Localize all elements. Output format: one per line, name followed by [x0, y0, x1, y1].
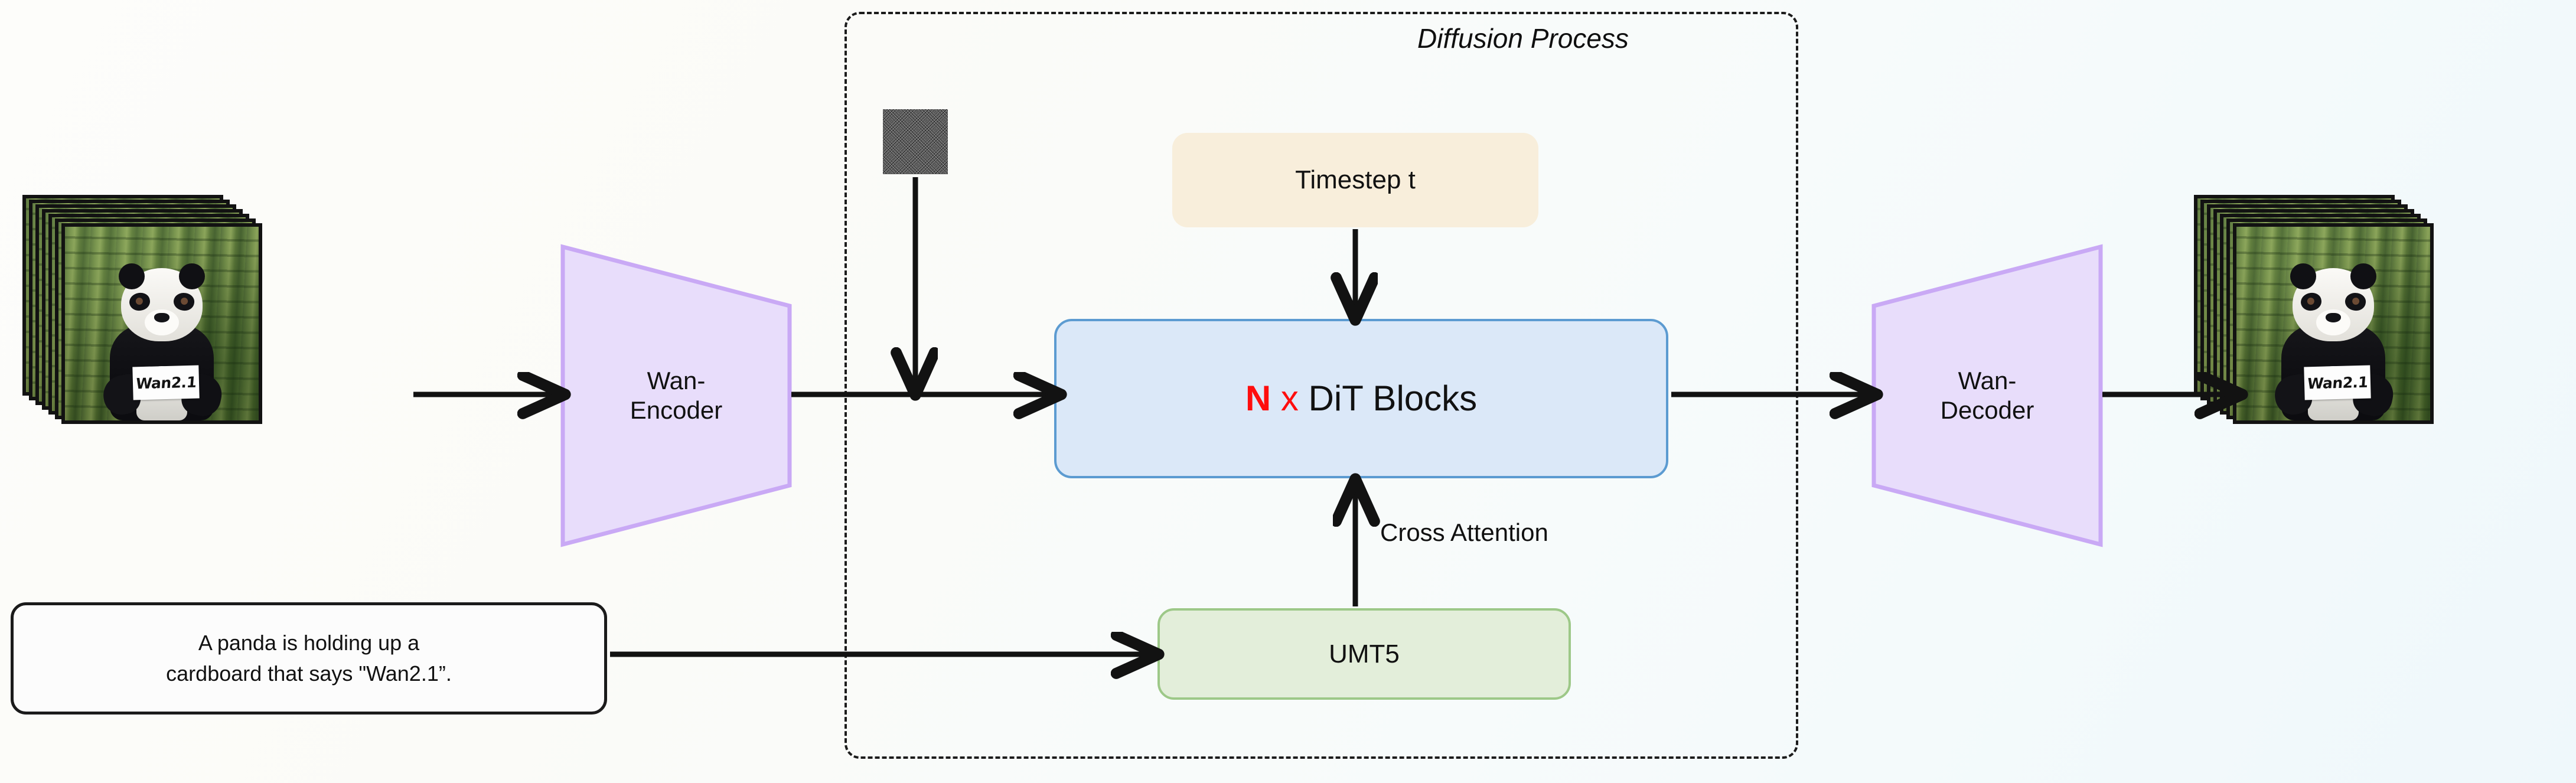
diffusion-process-label: Diffusion Process: [1417, 23, 1629, 54]
decoder-label-line1: Wan-: [1958, 367, 2017, 395]
prompt-text-box[interactable]: A panda is holding up a cardboard that s…: [11, 602, 607, 715]
dit-blocks-label: DiT Blocks: [1308, 379, 1478, 419]
panda-illustration: Wan2.1: [2271, 263, 2397, 420]
video-frame-front: Wan2.1: [2233, 223, 2434, 424]
timestep-label: Timestep t: [1295, 165, 1416, 195]
input-video-frame-stack: Wan2.1: [22, 195, 262, 424]
decoder-label-line2: Decoder: [1940, 396, 2034, 424]
decoder-shape: [1871, 244, 2103, 547]
prompt-line2: cardboard that says "Wan2.1”.: [166, 661, 452, 686]
dit-repeat-count: N: [1245, 379, 1271, 419]
panda-illustration: Wan2.1: [100, 263, 226, 420]
diffusion-process-boundary: [844, 12, 1798, 759]
encoder-label-line2: Encoder: [630, 396, 723, 424]
noise-latent-patch: [883, 109, 948, 174]
panda-sign: Wan2.1: [132, 365, 200, 400]
wan-decoder-node[interactable]: Wan- Decoder: [1869, 242, 2105, 549]
dit-blocks-node[interactable]: N x DiT Blocks: [1054, 319, 1668, 478]
output-video-frame-stack: Wan2.1: [2194, 195, 2434, 424]
prompt-line1: A panda is holding up a: [198, 630, 420, 655]
video-frame-front: Wan2.1: [61, 223, 262, 424]
timestep-node[interactable]: Timestep t: [1172, 133, 1538, 227]
encoder-shape: [560, 244, 792, 547]
cross-attention-label: Cross Attention: [1380, 518, 1548, 546]
umt5-label: UMT5: [1329, 639, 1400, 668]
panda-sign: Wan2.1: [2304, 365, 2371, 400]
dit-times-symbol: x: [1280, 379, 1299, 419]
wan-encoder-node[interactable]: Wan- Encoder: [558, 242, 794, 549]
umt5-node[interactable]: UMT5: [1157, 608, 1571, 700]
panda-sign-text: Wan2.1: [135, 373, 197, 392]
encoder-label-line1: Wan-: [647, 367, 706, 395]
panda-sign-text: Wan2.1: [2306, 373, 2369, 392]
